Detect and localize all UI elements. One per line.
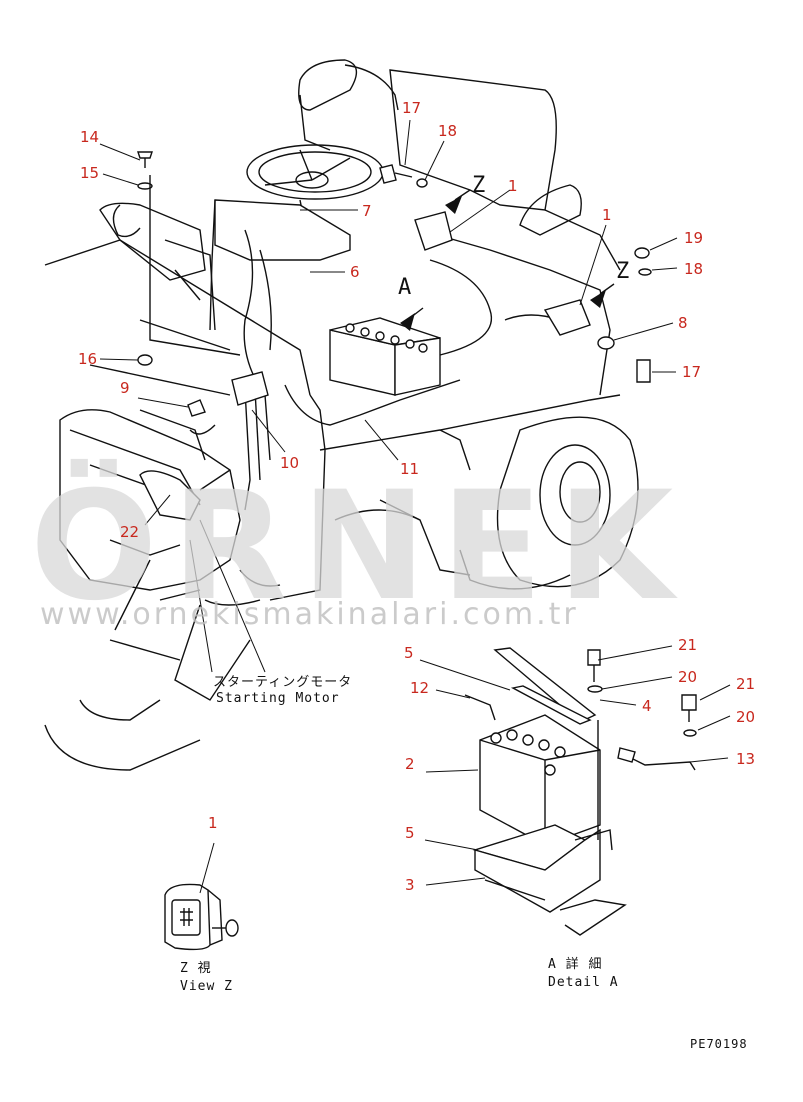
- drawing-number: PE70198: [690, 1037, 748, 1051]
- callout-16: 16: [78, 350, 97, 368]
- callout-3: 3: [405, 876, 415, 894]
- view-letter-a: A: [398, 275, 412, 300]
- watermark: ÖRNEK www.ornekismakinalari.com.tr: [30, 458, 687, 634]
- callout-18-top: 18: [438, 122, 457, 140]
- callout-5-top: 5: [404, 644, 414, 662]
- callout-9: 9: [120, 379, 130, 397]
- view-letter-z-right: Z: [616, 259, 630, 284]
- callout-6: 6: [350, 263, 360, 281]
- callout-12: 12: [410, 679, 429, 697]
- callout-10: 10: [280, 454, 299, 472]
- detail-a-jp: A 詳 細: [548, 956, 602, 972]
- view-arrows: [400, 189, 615, 331]
- view-letters: Z Z A: [398, 173, 630, 300]
- detail-a-en: Detail A: [548, 975, 619, 990]
- callout-1-viewz: 1: [208, 814, 218, 832]
- callout-19: 19: [684, 229, 703, 247]
- view-z-jp: Z 視: [180, 961, 212, 976]
- text-labels: スターティングモータ Starting Motor Z 視 View Z A 詳…: [180, 675, 748, 1051]
- callout-11: 11: [400, 460, 419, 478]
- callout-17-top: 17: [402, 99, 421, 117]
- watermark-url: www.ornekismakinalari.com.tr: [40, 597, 579, 632]
- callout-15: 15: [80, 164, 99, 182]
- leader-lines: [99, 119, 731, 894]
- fasteners-main: [137, 151, 652, 417]
- callout-1-top: 1: [508, 177, 518, 195]
- callout-17-right: 17: [682, 363, 701, 381]
- watermark-brand: ÖRNEK: [30, 458, 687, 634]
- callout-2: 2: [405, 755, 415, 773]
- view-z-en: View Z: [180, 979, 233, 994]
- callout-8: 8: [678, 314, 688, 332]
- view-z-drawing: [164, 883, 239, 951]
- battery-terminals-main: [345, 323, 428, 353]
- callout-7: 7: [362, 202, 372, 220]
- callout-20-right: 20: [736, 708, 755, 726]
- starting-motor-en: Starting Motor: [216, 691, 340, 706]
- callout-18-right: 18: [684, 260, 703, 278]
- detail-a-drawing: [464, 647, 697, 936]
- battery-terminals-detail: [490, 729, 566, 776]
- callout-1-right: 1: [602, 206, 612, 224]
- callout-5-bottom: 5: [405, 824, 415, 842]
- machine-outline: [44, 59, 639, 771]
- callout-20-top: 20: [678, 668, 697, 686]
- callouts: 14 15 17 18 1 7 6 1 19 18 8 17 16 9 10 1…: [78, 99, 755, 894]
- callout-21-top: 21: [678, 636, 697, 654]
- callout-13: 13: [736, 750, 755, 768]
- callout-22: 22: [120, 523, 139, 541]
- callout-21-right: 21: [736, 675, 755, 693]
- callout-14: 14: [80, 128, 99, 146]
- view-letter-z-top: Z: [472, 173, 486, 198]
- callout-4: 4: [642, 697, 652, 715]
- starting-motor-jp: スターティングモータ: [213, 675, 352, 690]
